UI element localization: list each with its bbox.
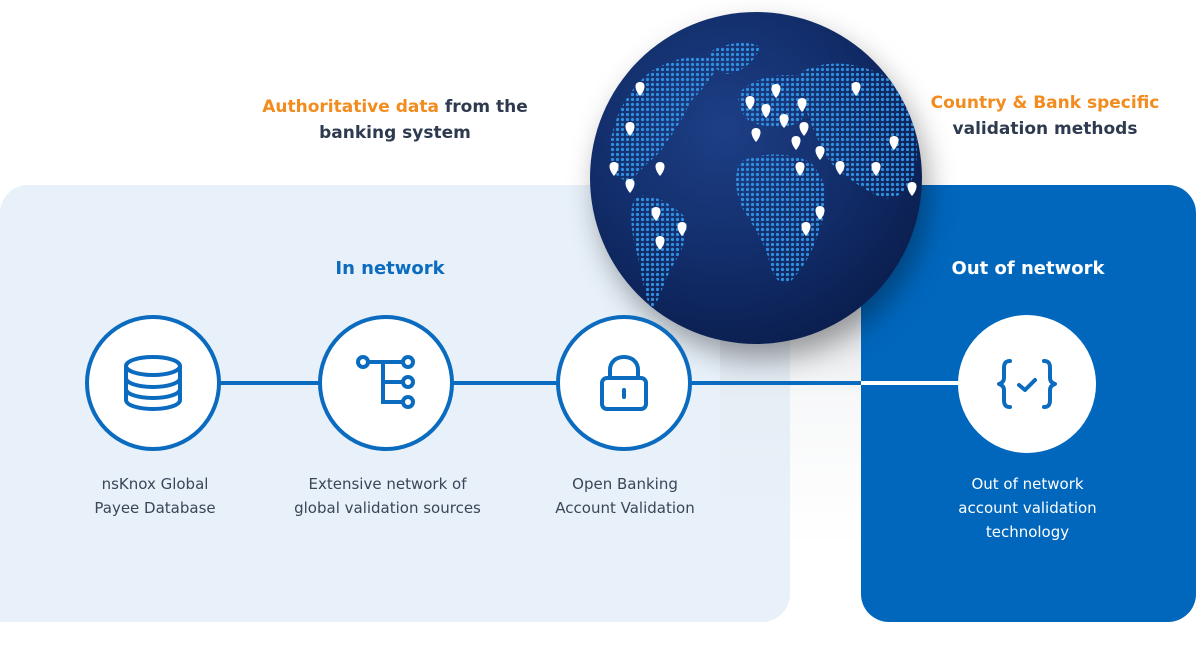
- lock-icon: [600, 355, 648, 411]
- in-network-title: In network: [335, 258, 445, 279]
- label-line: Payee Database: [94, 499, 216, 517]
- map-pin-icon: [625, 179, 635, 193]
- node-open-banking: [556, 315, 692, 451]
- node-label-open-banking: Open Banking Account Validation: [520, 472, 730, 520]
- node-out-of-network: [958, 315, 1096, 453]
- map-pin-icon: [745, 96, 755, 110]
- map-pin-icon: [815, 206, 825, 220]
- map-pin-icon: [799, 122, 809, 136]
- heading-highlight: Country & Bank specific: [930, 93, 1160, 113]
- heading-highlight: Authoritative data: [262, 97, 439, 117]
- label-line: Account Validation: [555, 499, 695, 517]
- map-pin-icon: [797, 98, 807, 112]
- node-label-payee-database: nsKnox Global Payee Database: [55, 472, 255, 520]
- heading-rest: from the: [438, 97, 528, 117]
- node-label-validation-sources: Extensive network of global validation s…: [270, 472, 505, 520]
- map-pin-icon: [751, 128, 761, 142]
- map-pin-icon: [761, 104, 771, 118]
- map-pin-icon: [795, 162, 805, 176]
- label-line: Open Banking: [572, 475, 678, 493]
- continent-greenland: [709, 42, 760, 74]
- map-pin-icon: [677, 222, 687, 236]
- authoritative-data-heading: Authoritative data from the banking syst…: [240, 94, 550, 146]
- out-of-network-title: Out of network: [951, 258, 1105, 279]
- map-pin-icon: [609, 162, 619, 176]
- code-check-icon: [997, 359, 1057, 409]
- tree-network-icon: [356, 355, 415, 409]
- node-label-out-of-network: Out of network account validation techno…: [925, 472, 1130, 544]
- map-pin-icon: [801, 222, 811, 236]
- label-line: Out of network: [971, 475, 1084, 493]
- connector-line-out: [861, 381, 1031, 385]
- node-global-payee-database: [85, 315, 221, 451]
- continent-europe: [738, 75, 811, 127]
- map-pin-icon: [779, 114, 789, 128]
- continent-south-america: [631, 195, 687, 312]
- map-pin-icon: [889, 136, 899, 150]
- map-pin-icon: [655, 236, 665, 250]
- label-line: technology: [985, 523, 1070, 541]
- continent-africa: [736, 154, 826, 284]
- country-bank-heading: Country & Bank specific validation metho…: [905, 90, 1185, 142]
- continent-asia: [797, 63, 917, 199]
- map-pin-icon: [625, 122, 635, 136]
- map-pin-icon: [655, 162, 665, 176]
- connector-line: [150, 381, 870, 385]
- heading-line2: validation methods: [952, 119, 1138, 139]
- globe-icon: [590, 12, 922, 344]
- label-line: global validation sources: [294, 499, 481, 517]
- map-pin-icon: [907, 182, 917, 196]
- map-pin-icon: [771, 84, 781, 98]
- map-pin-icon: [871, 162, 881, 176]
- map-pin-icon: [651, 207, 661, 221]
- map-pin-icon: [835, 161, 845, 175]
- heading-line2: banking system: [319, 123, 471, 143]
- label-line: Extensive network of: [308, 475, 467, 493]
- database-icon: [124, 355, 182, 411]
- map-pin-icon: [791, 136, 801, 150]
- map-pin-icon: [635, 82, 645, 96]
- continent-north-america: [609, 56, 720, 182]
- node-validation-sources: [318, 315, 454, 451]
- label-line: nsKnox Global: [101, 475, 209, 493]
- map-pin-icon: [851, 82, 861, 96]
- label-line: account validation: [958, 499, 1097, 517]
- map-pin-icon: [815, 146, 825, 160]
